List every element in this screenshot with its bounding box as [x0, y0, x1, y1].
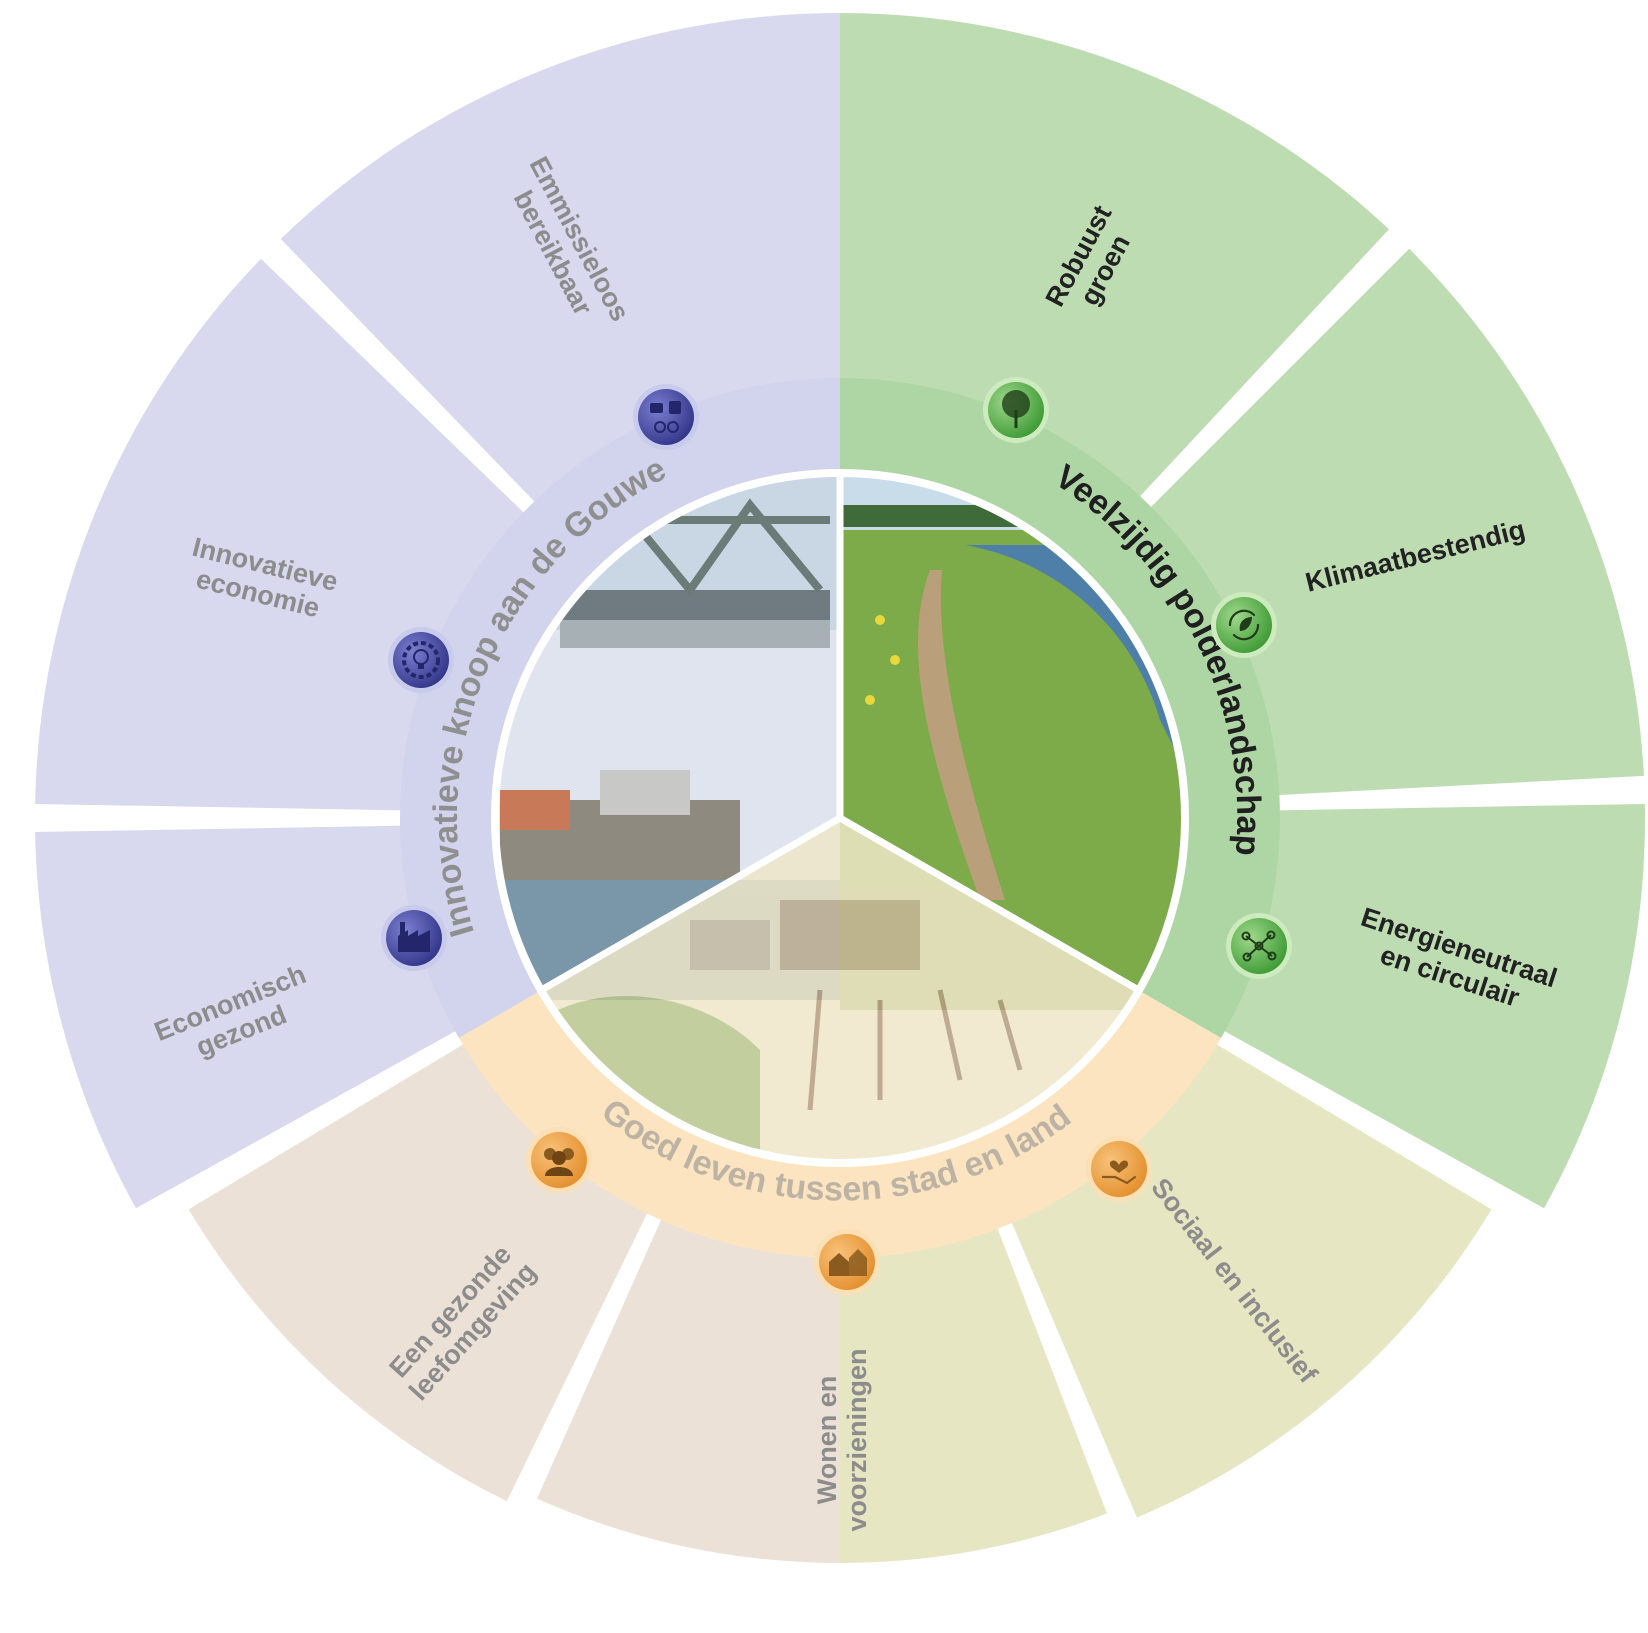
segment-label-line: voorzieningen	[842, 1348, 872, 1531]
transport-icon	[633, 384, 699, 450]
network-icon	[1226, 913, 1292, 979]
factory-icon	[381, 905, 447, 971]
theme-ring-blue	[400, 378, 840, 1038]
theme-ring	[400, 378, 1280, 1258]
tree-icon	[983, 377, 1049, 443]
segment-label-line: Wonen en	[812, 1376, 842, 1505]
segment-label-wonen: Wonen envoorzieningen	[812, 1348, 872, 1531]
climate-leaf-icon	[1211, 592, 1277, 658]
segment-label-robuust-groen: Robuustgroen	[1040, 201, 1144, 326]
houses-icon	[814, 1229, 880, 1295]
theme-ring-orange	[458, 990, 1222, 1258]
lightbulb-gear-icon	[388, 627, 454, 693]
theme-ring-green	[840, 378, 1280, 1038]
segment-icons	[381, 377, 1292, 1295]
people-icon	[526, 1127, 592, 1193]
heart-hand-icon	[1086, 1136, 1152, 1202]
